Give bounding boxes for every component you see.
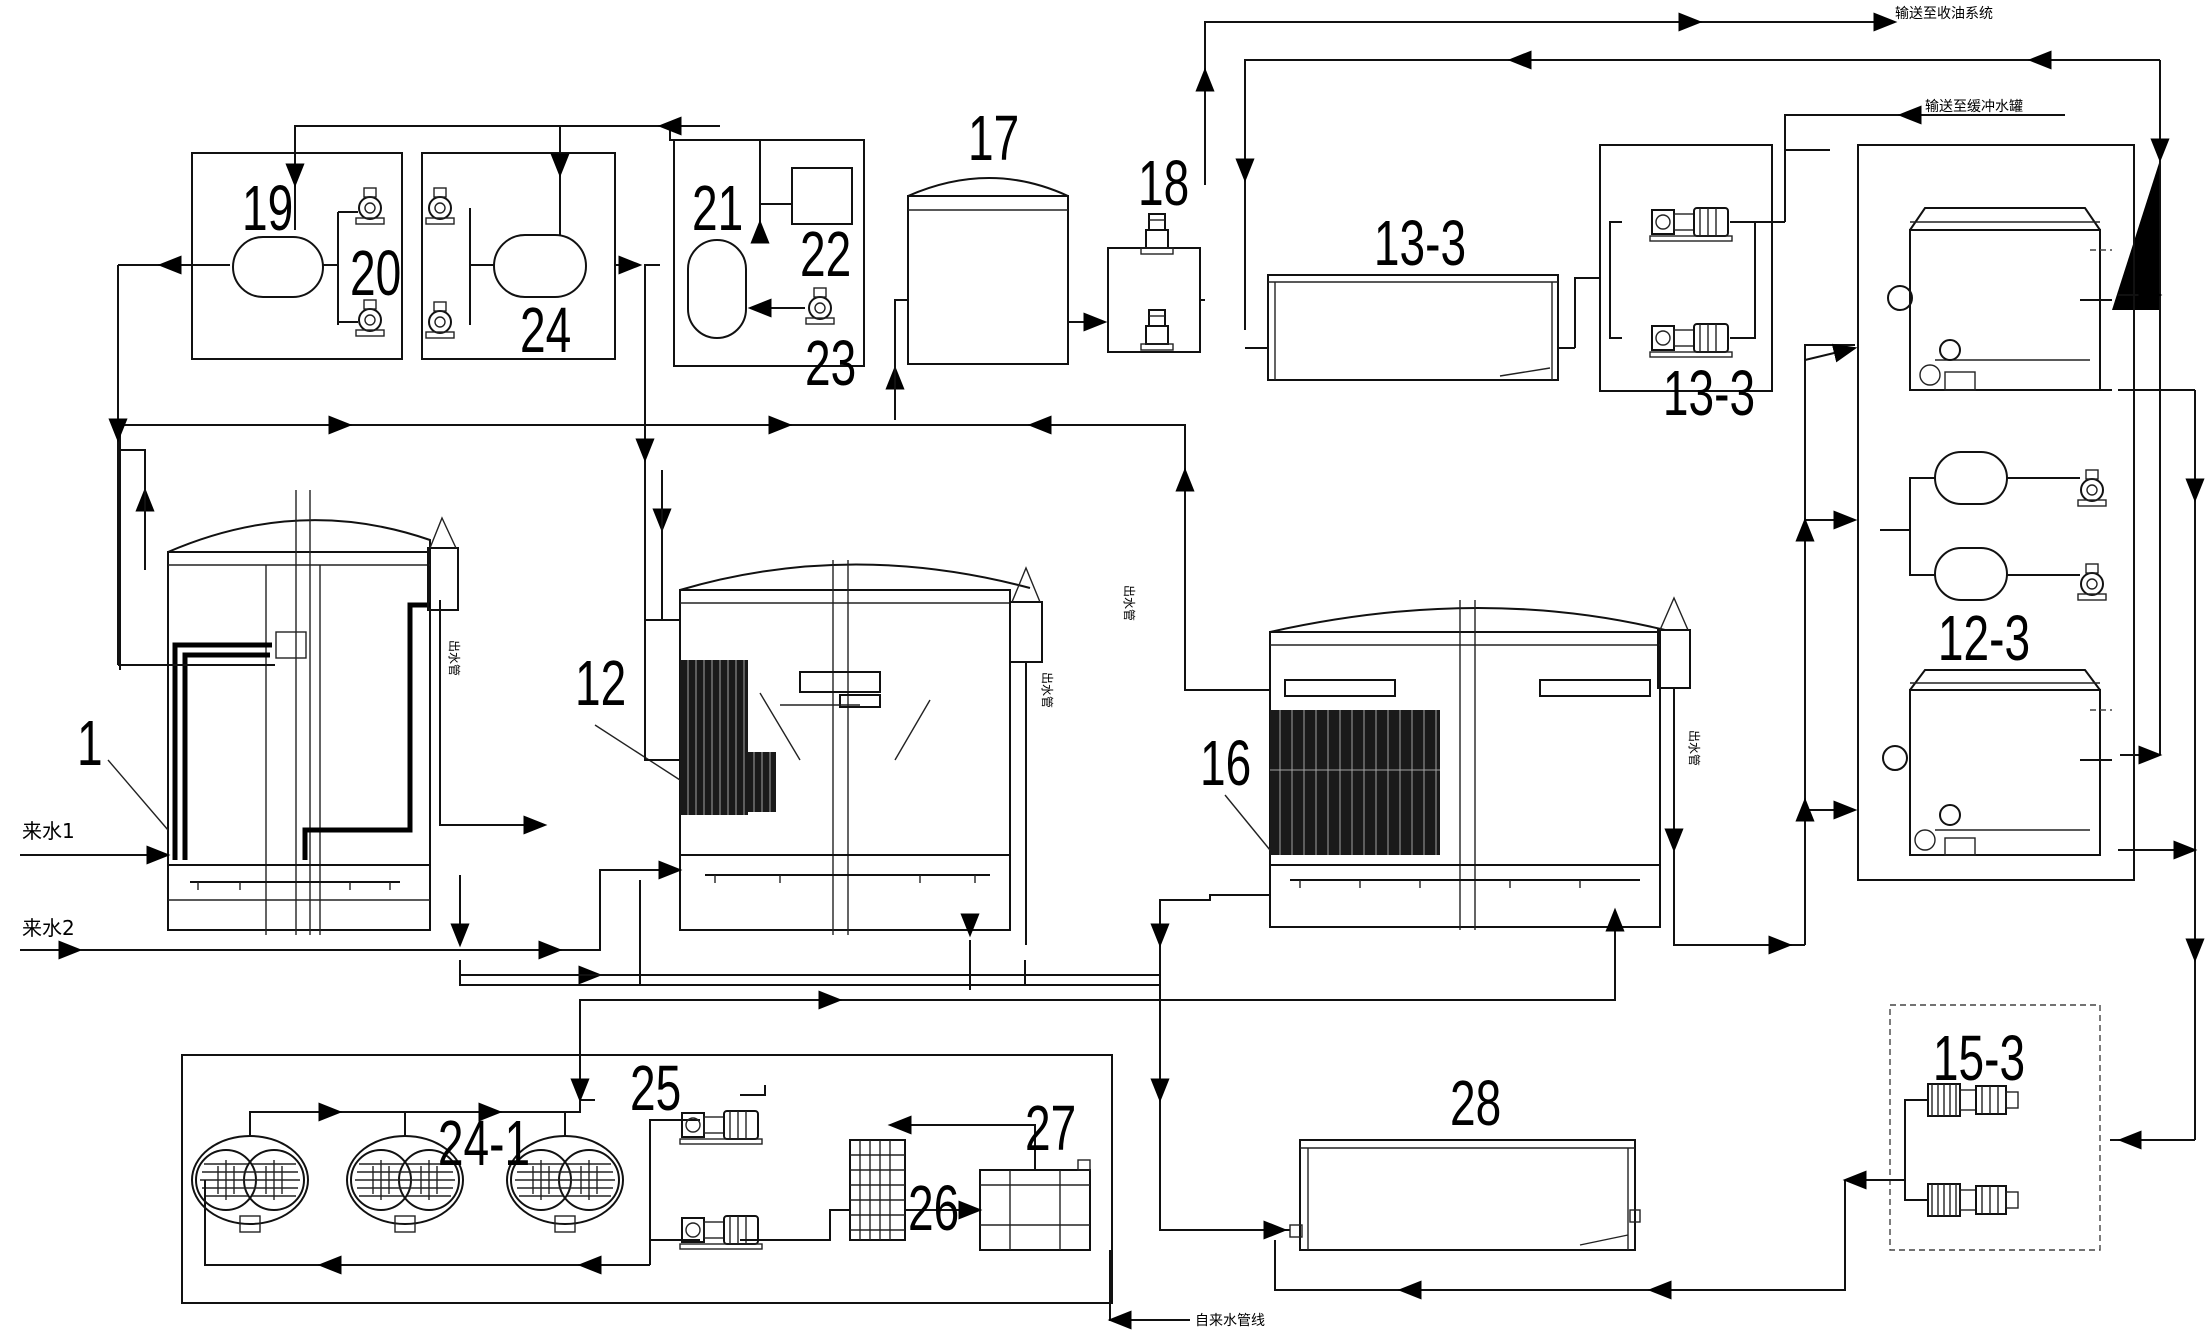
unit-13-3-tank: 13-3 (1245, 208, 1600, 381)
tank-icon (232, 236, 324, 298)
right-pipelines (1795, 285, 2205, 1150)
top-pipelines: 输送至收油系统 输送至缓冲水罐 (1195, 6, 2170, 330)
unit-13-3-tank-number: 13-3 (1374, 208, 1466, 279)
to-oil-label: 输送至收油系统 (1895, 6, 1993, 22)
pump-icon (2077, 563, 2107, 601)
unit-15-3-number: 15-3 (1933, 1023, 2025, 1094)
unit-26-number: 26 (908, 1173, 959, 1244)
unit-15-3: 15-3 (1845, 1004, 2101, 1251)
pump-icon (1649, 207, 1733, 242)
unit-12-3: 12-3 (1857, 144, 2135, 881)
unit-24: 24 (421, 152, 616, 366)
unit-24-1-number: 24-1 (438, 1108, 530, 1179)
unit-16-number: 16 (1200, 728, 1251, 799)
unit-20-number: 20 (350, 238, 401, 309)
unit-17-number: 17 (968, 103, 1019, 174)
outlet-note-4: 出水管 (1122, 585, 1137, 621)
unit-21-22-23: 21 22 23 (673, 139, 865, 399)
outlet-note-1: 出水管 (447, 640, 462, 676)
pump-icon (1649, 323, 1733, 358)
unit-12-number: 12 (575, 648, 626, 719)
tap-water-label: 自来水管线 (1195, 1313, 1265, 1329)
unit-18-number: 18 (1138, 148, 1189, 219)
unit-18: 18 (1107, 148, 1205, 353)
tank-icon (493, 234, 587, 298)
heat-exchanger-icon (191, 1135, 309, 1233)
unit-1-clarifier: 1 出水管 (77, 490, 462, 935)
unit-13-3-pumps-number: 13-3 (1663, 358, 1755, 429)
tank-icon (1934, 547, 2008, 601)
inlet-2-label: 来水2 (22, 916, 75, 940)
tank-icon (1934, 451, 2008, 505)
unit-1-number: 1 (77, 708, 103, 779)
cooling-system: 自来水管线 24-1 25 26 27 (181, 1053, 1265, 1330)
unit-27-number: 27 (1025, 1093, 1076, 1164)
pump-icon (425, 301, 455, 339)
pump-icon (805, 287, 835, 325)
outlet-note-2: 出水管 (1040, 672, 1055, 708)
unit-16-clarifier: 16 出水管 (1200, 596, 1702, 930)
tank-icon (687, 239, 747, 339)
unit-28-number: 28 (1450, 1068, 1501, 1139)
pump-icon (1140, 213, 1174, 255)
unit-21-number: 21 (692, 173, 743, 244)
unit-23-number: 23 (805, 328, 856, 399)
pump-icon (1140, 309, 1174, 351)
unit-25-number: 25 (630, 1053, 681, 1124)
unit-13-3-pumps: 13-3 (1599, 144, 1786, 429)
pump-icon (679, 1215, 763, 1250)
unit-17-tank: 17 (885, 103, 1108, 420)
unit-19-number: 19 (242, 173, 293, 244)
pump-icon (679, 1110, 763, 1145)
outlet-note-3: 出水管 (1687, 730, 1702, 766)
pump-icon (355, 187, 385, 225)
inlet-lines: 来水1 来水2 (20, 819, 683, 960)
middle-pipelines (108, 255, 1270, 835)
unit-28-tank: 28 (1289, 1068, 1641, 1251)
pump-icon (425, 187, 455, 225)
pump-icon (2077, 469, 2107, 507)
pump-icon (1927, 1183, 2019, 1217)
unit-12-clarifier: 12 出水管 (575, 560, 1055, 945)
unit-19-20: 19 20 (191, 152, 403, 360)
to-flush-label: 输送至缓冲水罐 (1925, 99, 2023, 115)
unit-12-3-number: 12-3 (1938, 603, 2030, 674)
cooling-tower-icon (849, 1139, 906, 1241)
lower-pipelines (450, 850, 1880, 1300)
unit-24-number: 24 (520, 295, 571, 366)
inlet-1-label: 来水1 (22, 819, 75, 843)
unit-22-number: 22 (800, 219, 851, 290)
